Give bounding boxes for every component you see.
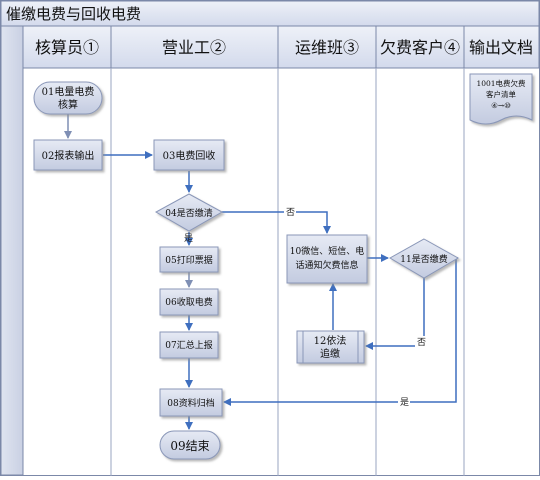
node-08-archive: 08资料归档 bbox=[159, 388, 223, 417]
lane-header-business bbox=[110, 25, 279, 69]
node-12-line2: 追缴 bbox=[320, 347, 340, 360]
title-bar bbox=[0, 0, 540, 27]
node-08-label: 08资料归档 bbox=[167, 397, 214, 409]
lane-label-business: 营业工② bbox=[162, 38, 226, 57]
node-01-line1: 01电量电费 bbox=[42, 85, 95, 98]
node-04-label: 04是否缴清 bbox=[165, 207, 212, 219]
node-07-summary-report: 07汇总上报 bbox=[159, 331, 219, 359]
node-03-label: 03电费回收 bbox=[163, 149, 216, 162]
doc-1001-arrears-list: 1001电费欠费 客户清单 ④→⑩ bbox=[469, 73, 533, 125]
node-02-label: 02报表输出 bbox=[42, 149, 95, 162]
left-margin-strip bbox=[0, 25, 24, 476]
lane-headers: 核算员① 营业工② 运维班③ 欠费客户④ 输出文档 bbox=[22, 25, 540, 69]
node-10-line1: 10微信、短信、电 bbox=[290, 245, 364, 257]
node-12-legal-recovery: 12依法 追缴 bbox=[296, 330, 365, 364]
node-05-label: 05打印票据 bbox=[165, 254, 212, 266]
node-10-line2: 话通知欠费信息 bbox=[295, 259, 358, 271]
node-02-report-output: 02报表输出 bbox=[33, 139, 103, 171]
node-11-label: 11是否缴费 bbox=[400, 253, 447, 265]
node-12-line1: 12依法 bbox=[314, 334, 347, 347]
label-11-no: 否 bbox=[417, 337, 426, 348]
node-04-paid-decision: 04是否缴清 bbox=[154, 193, 224, 232]
lane-header-accountant bbox=[22, 25, 112, 69]
doc-1001-line1: 1001电费欠费 bbox=[476, 78, 526, 88]
node-05-print-receipt: 05打印票据 bbox=[159, 246, 219, 273]
node-09-label: 09结束 bbox=[170, 439, 209, 453]
node-06-collect-fee: 06收取电费 bbox=[159, 288, 219, 316]
lane-label-output: 输出文档 bbox=[469, 38, 533, 57]
node-03-fee-recovery: 03电费回收 bbox=[153, 139, 225, 171]
lane-label-customer: 欠费客户④ bbox=[380, 38, 460, 57]
node-11-pay-decision: 11是否缴费 bbox=[388, 238, 460, 279]
label-04-no: 否 bbox=[286, 207, 295, 218]
lane-dividers bbox=[110, 68, 465, 476]
lane-header-output bbox=[463, 25, 540, 69]
edge-labels: 否 是 否 是 bbox=[184, 206, 427, 408]
node-01-line2: 核算 bbox=[58, 98, 78, 111]
node-09-end: 09结束 bbox=[159, 430, 221, 460]
diagram-title: 催缴电费与回收电费 bbox=[6, 5, 141, 23]
node-07-label: 07汇总上报 bbox=[165, 339, 212, 351]
lane-label-maintenance: 运维班③ bbox=[295, 38, 359, 57]
lane-header-customer bbox=[375, 25, 465, 69]
node-10-notify-arrears: 10微信、短信、电 话通知欠费信息 bbox=[286, 234, 368, 284]
doc-1001-line3: ④→⑩ bbox=[491, 101, 511, 110]
node-01-start: 01电量电费 核算 bbox=[33, 81, 103, 115]
edge-04-10 bbox=[222, 211, 331, 234]
label-11-yes: 是 bbox=[400, 397, 409, 408]
node-06-label: 06收取电费 bbox=[165, 296, 212, 308]
doc-1001-line2: 客户清单 bbox=[486, 89, 516, 99]
label-04-yes: 是 bbox=[184, 233, 193, 244]
lane-label-accountant: 核算员① bbox=[35, 38, 99, 57]
